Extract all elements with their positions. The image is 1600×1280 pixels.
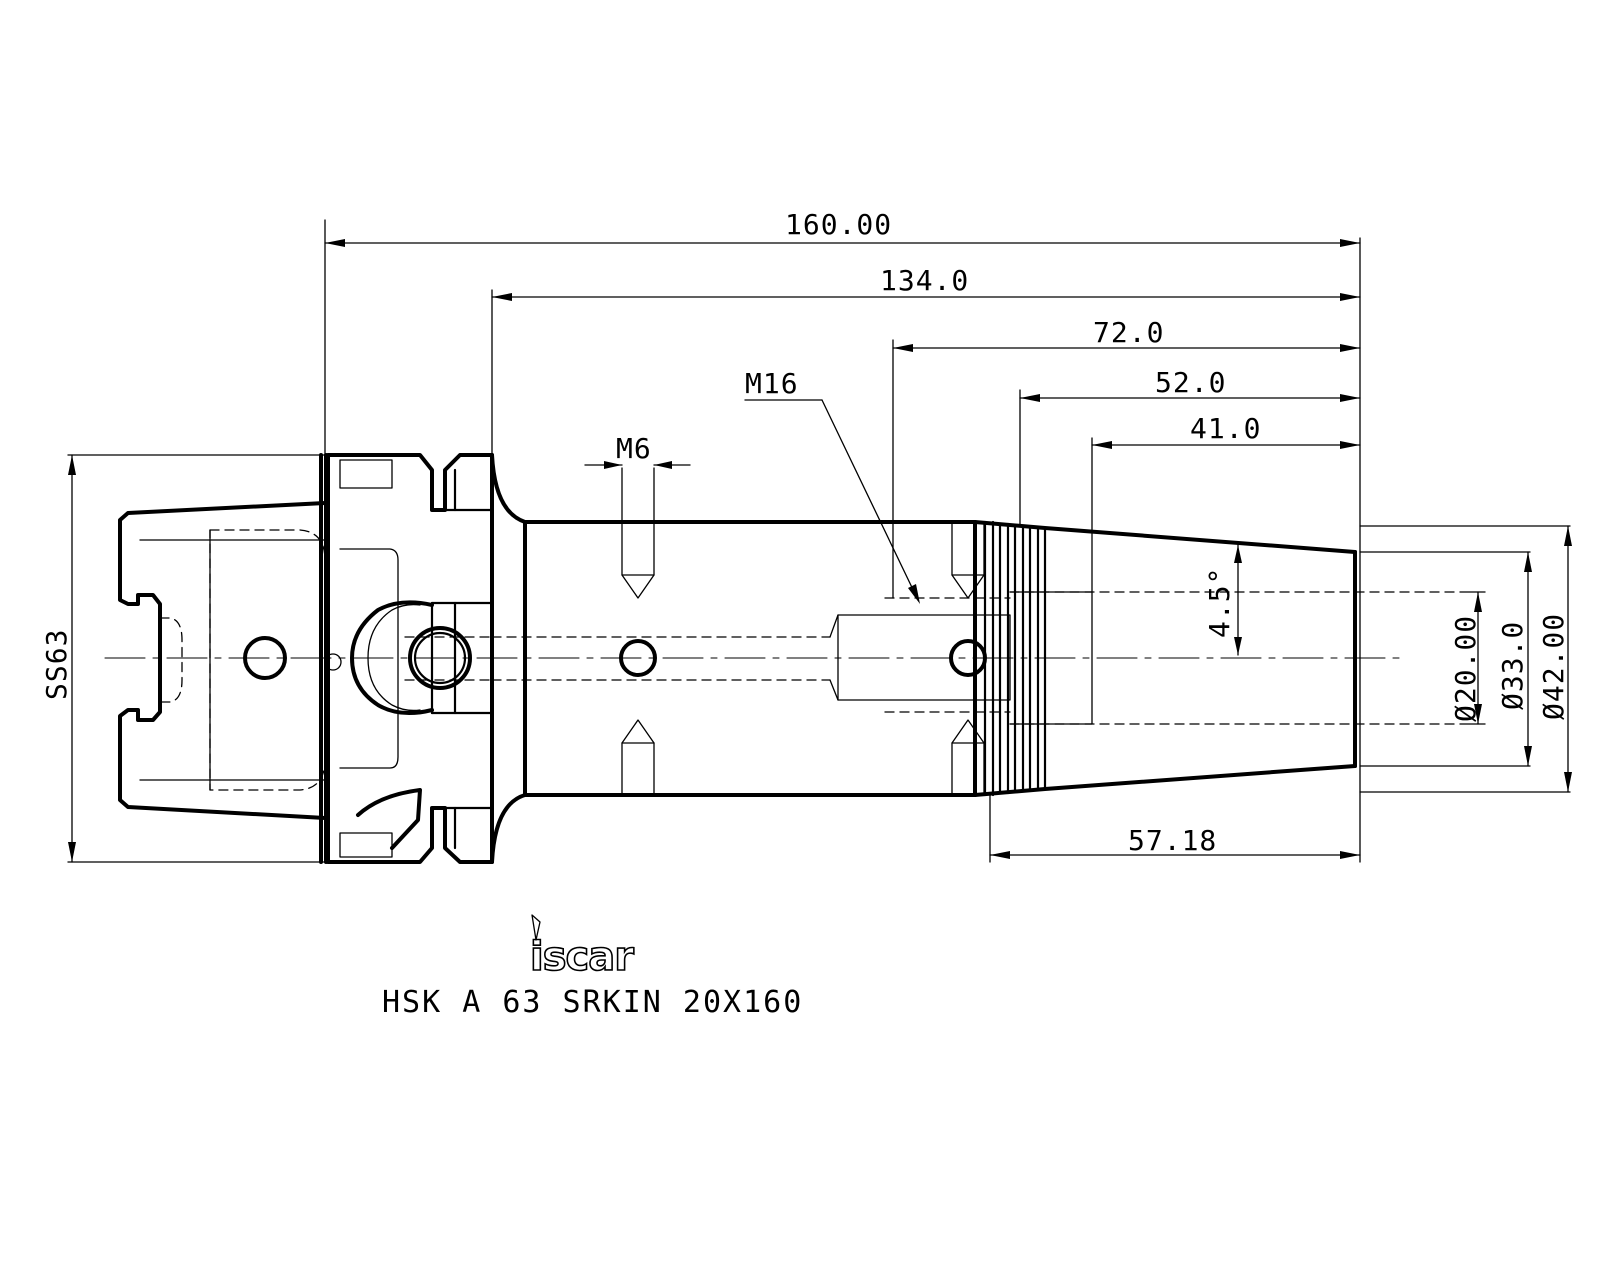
thread-m16-label: M16 xyxy=(745,367,799,400)
shank-body xyxy=(490,453,1011,864)
drawing-caption: HSK A 63 SRKIN 20X160 xyxy=(382,985,803,1020)
dim-length-bottom: 57.18 xyxy=(1128,824,1217,857)
dim-diameter-42: Ø42.00 xyxy=(1537,613,1570,720)
dim-length-72: 72.0 xyxy=(1093,316,1164,349)
thread-m6-label: M6 xyxy=(616,432,652,465)
hsk-taper xyxy=(118,501,342,820)
dim-diameter-20: Ø20.00 xyxy=(1449,615,1482,722)
dimension-lines xyxy=(67,219,1572,863)
dim-length-41: 41.0 xyxy=(1190,412,1261,445)
flange xyxy=(319,453,494,864)
dim-length-52: 52.0 xyxy=(1155,366,1226,399)
iscar-logo-text: iscar xyxy=(530,934,634,980)
dim-shank-size: SS63 xyxy=(40,629,73,700)
dim-diameter-33: Ø33.0 xyxy=(1496,621,1529,710)
threaded-nose xyxy=(973,520,1461,797)
dim-overall-length: 160.00 xyxy=(785,208,892,241)
iscar-logo: iscar xyxy=(529,914,636,981)
dim-angle: 4.5° xyxy=(1203,567,1236,638)
dim-length-134: 134.0 xyxy=(880,264,969,297)
